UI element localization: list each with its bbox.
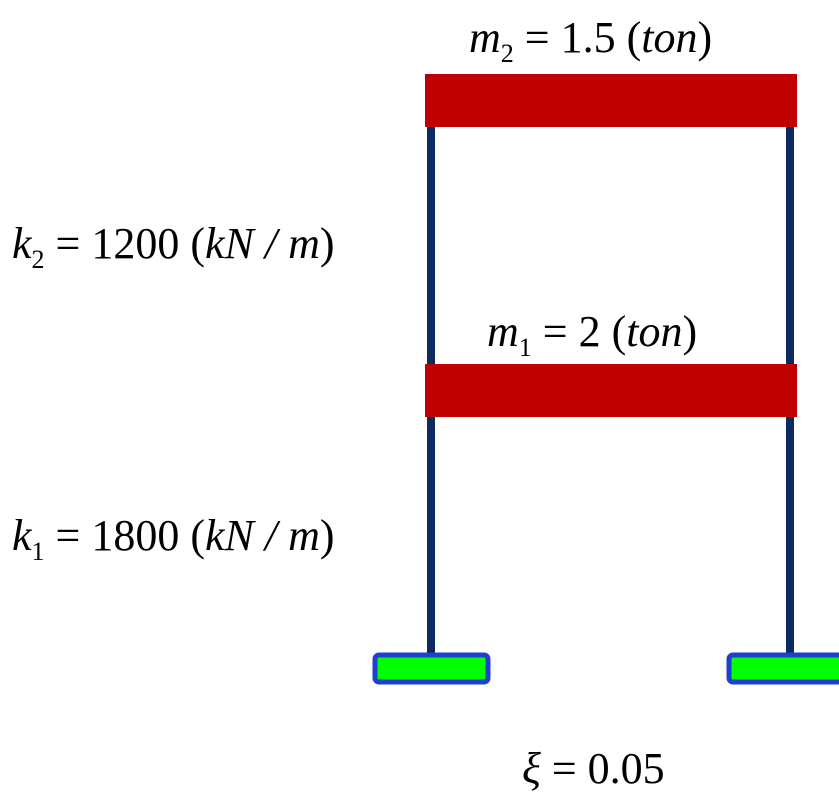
damping-ratio-label: ξ = 0.05 [522,744,665,793]
mass-2-label: m2 = 1.5 (ton) [469,13,712,68]
stiffness-2-label: k2 = 1200 (kN / m) [12,219,335,274]
stiffness-1-label: k1 = 1800 (kN / m) [12,511,335,566]
mass-1-label: m1 = 2 (ton) [487,307,697,362]
right-support [726,652,839,685]
top-floor-slab [425,74,797,127]
left-support [372,652,491,685]
first-floor-slab [425,364,797,417]
